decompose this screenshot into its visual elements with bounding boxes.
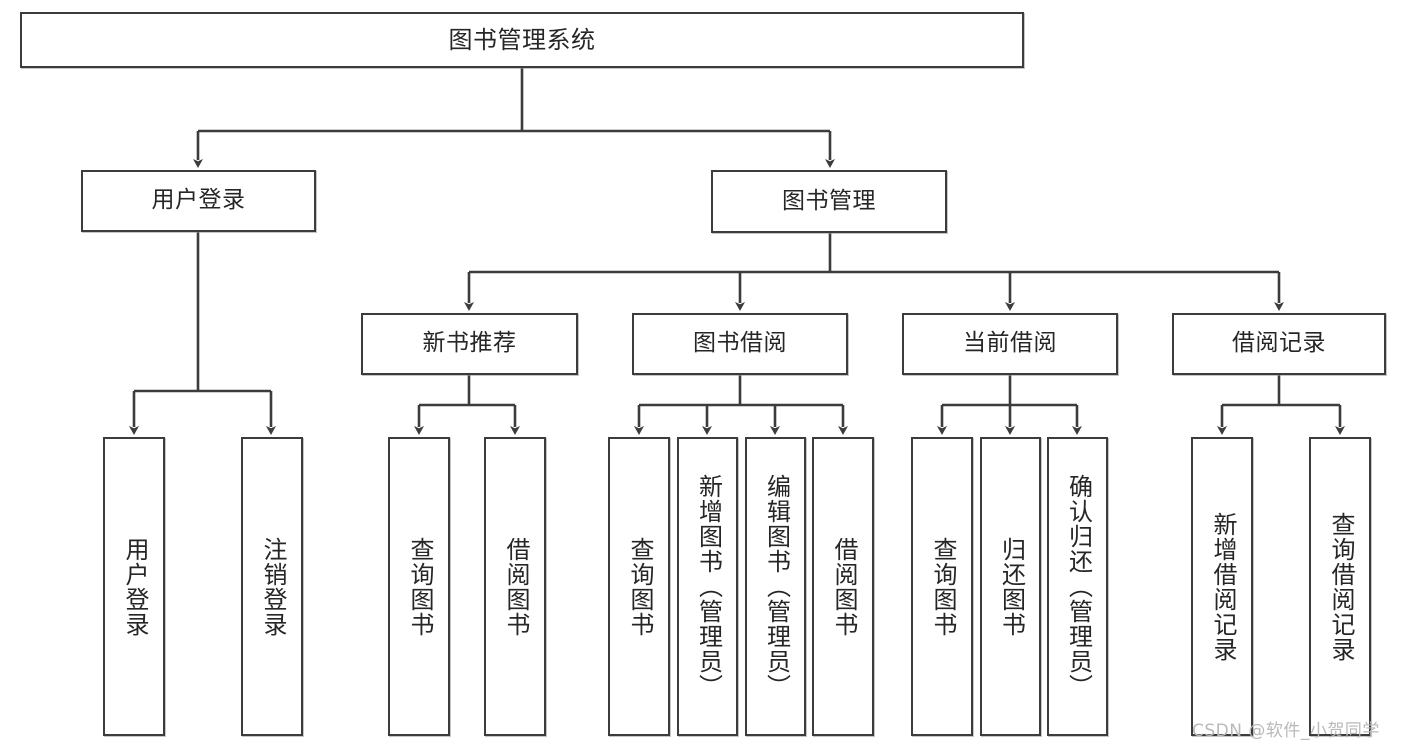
node-label: 确认归还（管理员） [1064,474,1093,699]
node-label: 新增借阅记录 [1208,511,1237,662]
leaf-query-record[interactable]: 查询借阅记录 [1309,437,1371,736]
leaf-query-book-3[interactable]: 查询图书 [911,437,973,736]
node-label: 借阅记录 [1232,330,1326,357]
node-label: 编辑图书（管理员） [762,474,791,699]
node-label: 注销登录 [258,536,287,637]
node-book-manage[interactable]: 图书管理 [711,170,947,233]
leaf-logout-login[interactable]: 注销登录 [241,437,303,736]
leaf-query-book-2[interactable]: 查询图书 [608,437,670,736]
node-label: 新书推荐 [422,330,517,357]
node-label: 查询图书 [625,536,654,637]
node-label: 图书管理 [782,187,876,214]
node-current-borrow[interactable]: 当前借阅 [902,313,1118,375]
csdn-watermark: CSDN @软件_小贺同学 [1192,721,1380,741]
leaf-return-book[interactable]: 归还图书 [980,437,1041,736]
node-label: 新增图书（管理员） [694,474,723,699]
node-new-book-recommend[interactable]: 新书推荐 [361,313,578,375]
node-label: 当前借阅 [963,330,1057,357]
node-user-login[interactable]: 用户登录 [81,170,316,232]
node-label: 查询图书 [405,536,434,637]
node-borrow-record[interactable]: 借阅记录 [1172,313,1386,375]
node-label: 用户登录 [120,536,149,637]
leaf-user-login[interactable]: 用户登录 [103,437,165,736]
node-book-borrow[interactable]: 图书借阅 [632,313,848,375]
leaf-add-record[interactable]: 新增借阅记录 [1191,437,1253,736]
node-label: 查询借阅记录 [1326,511,1355,662]
leaf-borrow-book-2[interactable]: 借阅图书 [812,437,874,736]
node-label: 借阅图书 [829,536,858,637]
node-label: 查询图书 [928,536,957,637]
node-label: 用户登录 [151,187,246,214]
node-root-system[interactable]: 图书管理系统 [20,12,1024,68]
leaf-borrow-book-1[interactable]: 借阅图书 [484,437,546,736]
leaf-query-book-1[interactable]: 查询图书 [388,437,450,736]
leaf-confirm-return[interactable]: 确认归还（管理员） [1047,437,1108,736]
leaf-edit-book[interactable]: 编辑图书（管理员） [745,437,806,736]
node-label: 图书借阅 [693,330,787,357]
node-label: 借阅图书 [501,536,530,637]
node-label: 图书管理系统 [448,25,596,54]
leaf-add-book[interactable]: 新增图书（管理员） [677,437,738,736]
node-label: 归还图书 [997,536,1026,637]
